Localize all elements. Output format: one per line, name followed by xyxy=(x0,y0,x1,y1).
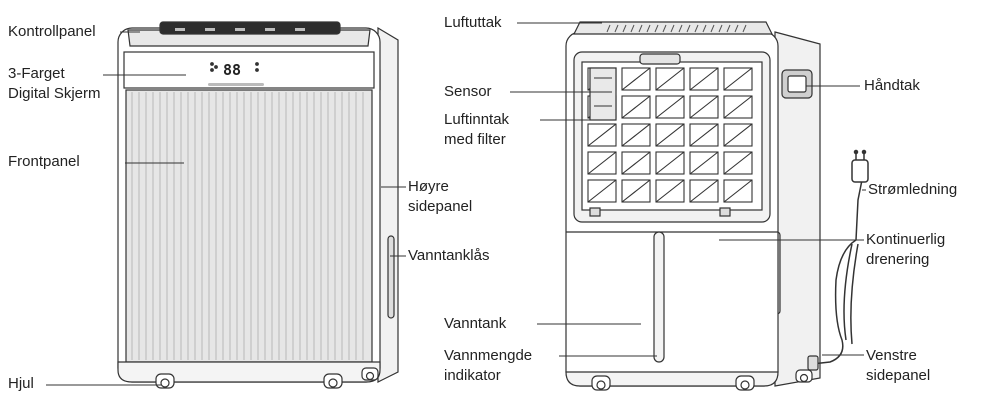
water-level-indicator xyxy=(653,231,665,363)
label-sensor: Sensor xyxy=(444,83,492,100)
label-vanntank: Vanntank xyxy=(444,315,507,332)
callout-lines xyxy=(46,22,866,386)
display-digits: 88 xyxy=(223,61,241,79)
digital-display-icon xyxy=(210,62,259,72)
back-dehumidifier xyxy=(565,21,869,391)
power-cord-icon xyxy=(811,149,869,365)
label-hjul: Hjul xyxy=(8,375,34,392)
label-handtak: Håndtak xyxy=(864,77,920,94)
label-frontpanel: Frontpanel xyxy=(8,153,80,170)
label-vanntanklas: Vanntanklås xyxy=(408,247,490,264)
sensor-icon xyxy=(589,67,617,121)
back-wheels-icon xyxy=(591,369,813,391)
drain-outlet xyxy=(807,355,819,371)
label-luftuttak: Luftuttak xyxy=(444,14,502,31)
label-kontrollpanel: Kontrollpanel xyxy=(8,23,96,40)
label-stromledning: Strømledning xyxy=(868,181,958,198)
front-dehumidifier: 88 xyxy=(117,21,399,389)
